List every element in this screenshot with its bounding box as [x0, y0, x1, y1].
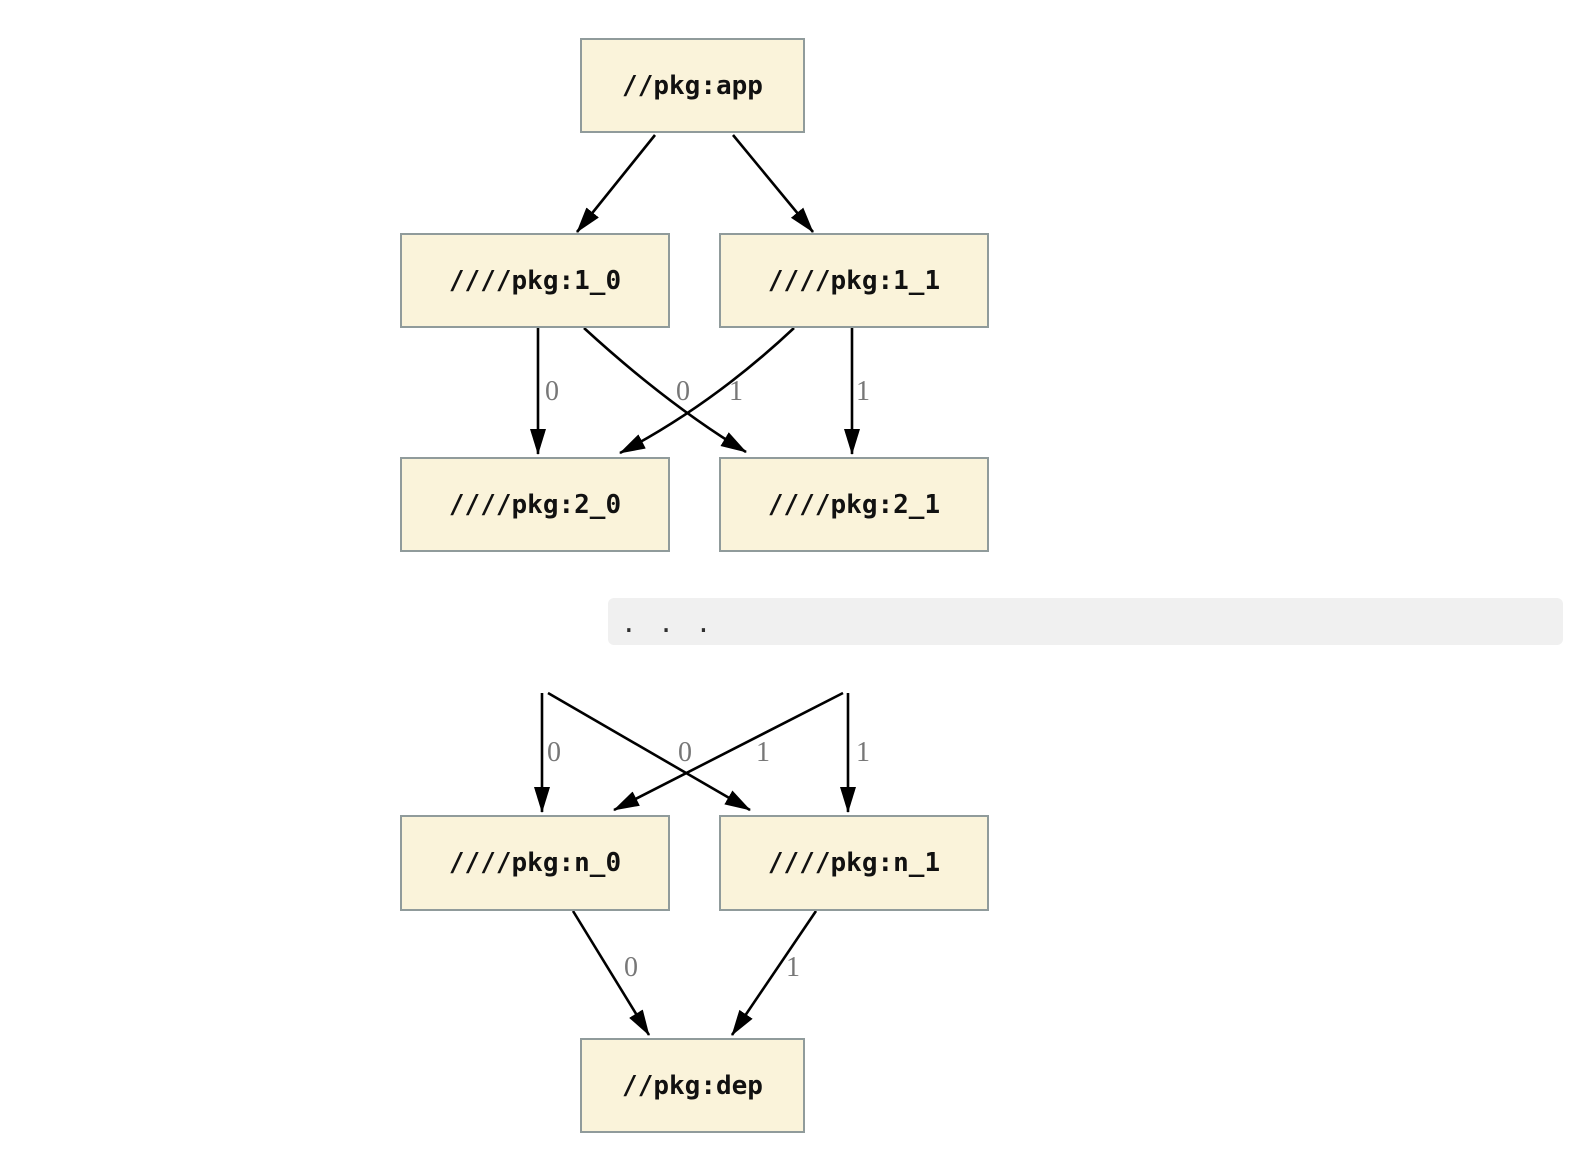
edge-dots-to-n_1-cross	[547, 691, 751, 812]
edge-label-dots-n_0-cross: 0	[678, 737, 692, 768]
node-pkg-2_0-label: ////pkg:2_0	[448, 489, 622, 520]
node-pkg-1_0: ////pkg:1_0	[400, 233, 670, 328]
node-pkg-2_0: ////pkg:2_0	[400, 457, 670, 552]
edge-label-1_1-2_0: 0	[676, 376, 690, 407]
node-pkg-1_1-label: ////pkg:1_1	[767, 265, 941, 296]
node-pkg-2_1: ////pkg:2_1	[719, 457, 989, 552]
node-pkg-n_1: ////pkg:n_1	[719, 815, 989, 911]
edge-label-1_1-2_1: 1	[856, 376, 870, 407]
edge-1_1-to-2_0	[619, 327, 795, 455]
node-pkg-dep-label: //pkg:dep	[622, 1070, 763, 1101]
edge-label-1_0-2_0: 0	[545, 376, 559, 407]
edge-app-to-1_1	[731, 134, 815, 233]
node-pkg-n_0-label: ////pkg:n_0	[448, 848, 622, 878]
edge-1_0-to-2_1	[583, 327, 747, 454]
edge-label-n_1-dep: 1	[786, 952, 800, 983]
ellipsis-code-block: . . .	[608, 598, 1563, 645]
node-pkg-app: //pkg:app	[580, 38, 805, 133]
edge-label-dots-n_1-straight: 1	[856, 737, 870, 768]
ellipsis-text: . . .	[621, 609, 715, 639]
node-pkg-1_1: ////pkg:1_1	[719, 233, 989, 328]
edge-label-n_0-dep: 0	[624, 952, 638, 983]
edge-label-1_0-2_1: 1	[729, 376, 743, 407]
edge-dots-to-n_0-cross	[613, 691, 844, 812]
node-pkg-app-label: //pkg:app	[622, 70, 763, 101]
node-pkg-dep: //pkg:dep	[580, 1038, 805, 1133]
node-pkg-2_1-label: ////pkg:2_1	[767, 489, 941, 520]
edge-n_1-to-dep	[730, 910, 818, 1036]
node-pkg-n_1-label: ////pkg:n_1	[767, 848, 941, 878]
node-pkg-n_0: ////pkg:n_0	[400, 815, 670, 911]
edge-n_0-to-dep	[571, 910, 651, 1036]
edge-label-dots-n_1-cross: 1	[756, 737, 770, 768]
edge-label-dots-n_0-straight: 0	[547, 737, 561, 768]
edge-app-to-1_0	[575, 134, 657, 233]
node-pkg-1_0-label: ////pkg:1_0	[448, 265, 622, 296]
